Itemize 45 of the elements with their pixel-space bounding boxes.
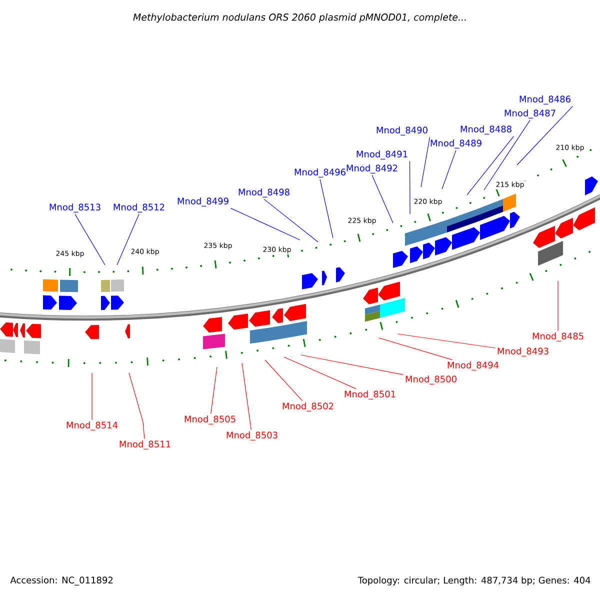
leader-line [378,338,453,360]
leader-line [116,214,140,266]
leader-line [372,174,394,224]
gene-label: Mnod_8491 [356,150,408,160]
gene-label: Mnod_8502 [282,402,334,412]
gene-label: Mnod_8488 [460,126,512,134]
gene-label: Mnod_8492 [346,164,398,174]
gene-label: Mnod_8513 [50,204,100,212]
leader-line [442,150,456,190]
gene-label: Mnod_8485 [532,332,584,342]
gene-label: Mnod_8486 [520,96,570,104]
gene-label: Mnod_8511 [120,440,170,450]
gene-label: Mnod_8514 [66,422,118,430]
gene-label: Mnod_8498 [238,188,290,198]
gene-label: Mnod_8489 [430,140,482,148]
leader-line [320,178,334,238]
gene-label: Mnod_8494 [448,362,499,370]
footer-text: Topology: circular; Length: 487,734 bp; Genes: 404 [356,576,592,586]
leader-line [420,136,430,188]
gene-label: Mnod_8490 [376,126,428,136]
leader-line [74,214,106,266]
leader-line [284,356,356,390]
gene-label: Mnod_8503 [226,432,278,440]
leader-line [300,354,404,375]
gene-label: Mnod_8512 [114,204,164,212]
footer-text: Accession: NC_011892 [9,576,114,586]
gene-label: Mnod_8496 [294,168,346,178]
gene-label: Mnod_8493 [498,348,548,356]
leader-line [409,160,410,214]
leader-line [210,366,218,414]
leader-line [466,136,514,196]
leader-line [398,334,496,348]
leader-line [230,208,300,240]
leader-line [516,106,574,166]
leader-line [264,360,303,402]
gene-label: Mnod_8499 [178,198,228,206]
leader-line [242,362,252,430]
leader-line [484,120,530,190]
leader-line [264,198,318,242]
gene-label: Mnod_8500 [406,376,456,384]
gene-label: Mnod_8487 [504,110,556,118]
gene-label: Mnod_8505 [184,416,236,424]
title: Methylobacterium nodulans ORS 2060 plasmid pMNOD01, complete... [133,13,466,23]
gene-label: Mnod_8501 [344,390,396,400]
leader-line [128,372,145,440]
